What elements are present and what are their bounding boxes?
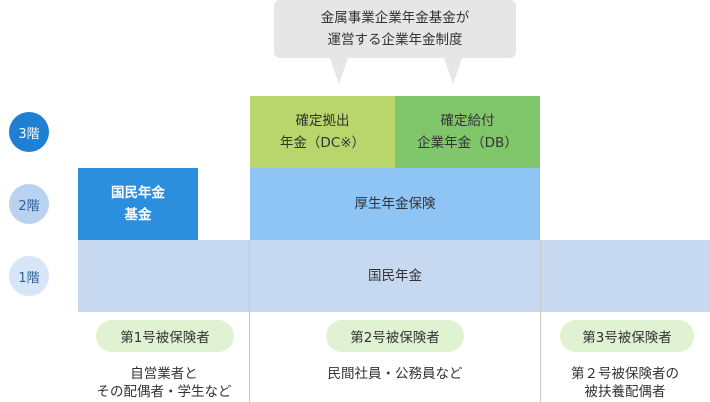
callout-text: 金属事業企業年金基金が 運営する企業年金制度	[320, 10, 470, 48]
dc-block: 確定拠出 年金（DC※）	[250, 96, 395, 168]
kosei-nenkin-block: 厚生年金保険	[250, 168, 540, 240]
divider-right	[540, 240, 541, 402]
tier-3-badge: 3階	[9, 112, 49, 152]
category-1-desc: 自営業者と その配偶者・学生など	[96, 366, 232, 400]
callout-tail-left	[330, 58, 348, 84]
tier-1-badge: 1階	[9, 256, 49, 296]
category-2-desc: 民間社員・公務員など	[327, 366, 463, 382]
kokumin-nenkin-kikin-block: 国民年金 基金	[78, 168, 198, 240]
kokumin-nenkin-band	[78, 240, 710, 312]
callout-box: 金属事業企業年金基金が 運営する企業年金制度	[274, 0, 516, 58]
tier-2-badge: 2階	[9, 184, 49, 224]
divider-left	[249, 240, 250, 402]
category-3-desc: 第２号被保険者の 被扶養配偶者	[571, 366, 679, 400]
kokumin-nenkin-label: 国民年金	[368, 268, 422, 284]
category-2-pill: 第2号被保険者	[326, 320, 464, 352]
callout-tail-right	[444, 58, 462, 84]
category-1-pill: 第1号被保険者	[96, 320, 234, 352]
db-block: 確定給付 企業年金（DB）	[395, 96, 540, 168]
category-3-pill: 第3号被保険者	[560, 320, 694, 352]
